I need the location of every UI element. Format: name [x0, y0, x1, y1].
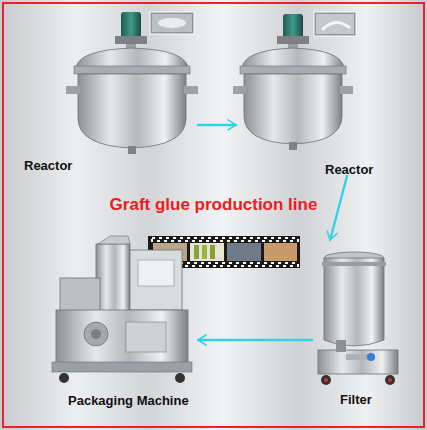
machine-node: Packaging Machine: [40, 238, 198, 410]
filter-illustration: [318, 252, 398, 385]
frame-border: [3, 3, 424, 427]
machine-node: Reactor: [20, 8, 198, 176]
flow-arrow: [330, 176, 347, 240]
machine-label: Reactor: [325, 162, 373, 177]
flow-arrow: [198, 339, 312, 341]
machine-node: Filter: [312, 240, 404, 408]
flow-arrow: [198, 124, 236, 126]
reactor-illustration: [233, 12, 356, 150]
packaging-machine-illustration: [52, 236, 192, 383]
machine-label: Packaging Machine: [68, 393, 189, 408]
machine-label: Filter: [340, 392, 372, 407]
diagram-title: Graft glue production line: [0, 195, 427, 215]
machine-label: Reactor: [24, 158, 72, 173]
machine-node: Reactor: [236, 8, 416, 176]
reactor-illustration: [66, 12, 198, 154]
